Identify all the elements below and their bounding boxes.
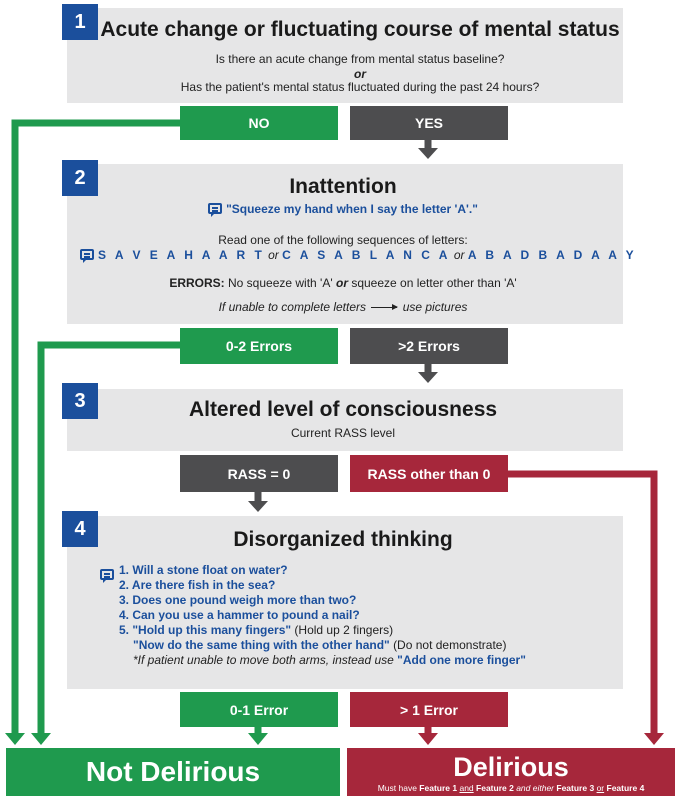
feature2-low-errors-box: 0-2 Errors <box>180 328 338 364</box>
question-2: 2. Are there fish in the sea? <box>119 578 276 592</box>
feature4-number-badge: 4 <box>62 511 98 547</box>
unable-text: If unable to complete letters <box>218 300 367 314</box>
arrow-0-2 <box>31 733 51 745</box>
arrow-rass-other <box>644 733 664 745</box>
feature2-sequences: S A V E A H A A R T or C A S A B L A N C… <box>80 248 634 263</box>
sequence-or-2: or <box>453 248 465 262</box>
errors-or: or <box>335 276 348 290</box>
question-5: 5. "Hold up this many fingers" (Hold up … <box>119 623 394 637</box>
question-5-followup: "Now do the same thing with the other ha… <box>133 638 507 652</box>
errors-text-b: squeeze on letter other than 'A' <box>351 276 517 290</box>
connector-0-2 <box>37 341 180 735</box>
feature2-panel <box>67 164 623 324</box>
feature3-panel <box>67 389 623 451</box>
feature4-questions: 1. Will a stone float on water? 2. Are t… <box>119 563 526 668</box>
feature3-title: Altered level of consciousness <box>188 398 498 421</box>
feature3-number-badge: 3 <box>62 383 98 419</box>
feature1-title: Acute change or fluctuating course of me… <box>100 18 620 41</box>
feature2-number-badge: 2 <box>62 160 98 196</box>
feature1-yes-box: YES <box>350 106 508 140</box>
feature4-title: Disorganized thinking <box>233 528 453 551</box>
feature2-errors: ERRORS: No squeeze with 'A' or squeeze o… <box>100 276 586 290</box>
question-1: 1. Will a stone float on water? <box>119 563 288 577</box>
feature2-read-instruction: Read one of the following sequences of l… <box>218 233 468 247</box>
feature4-high-error-box: > 1 Error <box>350 692 508 727</box>
arrow-gt1 <box>418 733 438 745</box>
arrow-gt2 <box>418 372 438 383</box>
delirious-label: Delirious <box>453 752 569 782</box>
feature2-prompt-text: "Squeeze my hand when I say the letter '… <box>226 202 478 216</box>
feature2-title: Inattention <box>289 175 397 198</box>
speech-bubble-icon <box>208 203 223 217</box>
arrow-rass0 <box>248 501 268 512</box>
feature3-subtitle: Current RASS level <box>290 426 396 440</box>
feature3-rass-other-box: RASS other than 0 <box>350 455 508 492</box>
errors-text-a: No squeeze with 'A' <box>228 276 333 290</box>
arrow-right-icon <box>371 304 399 311</box>
question-4: 4. Can you use a hammer to pound a nail? <box>119 608 360 622</box>
pictures-text: use pictures <box>402 300 468 314</box>
sequence-abadbadaay: A B A D B A D A A Y <box>467 248 637 262</box>
not-delirious-label: Not Delirious <box>85 756 261 787</box>
errors-label: ERRORS: <box>169 276 225 290</box>
feature1-question1: Is there an acute change from mental sta… <box>215 52 505 66</box>
question-5-note: *If patient unable to move both arms, in… <box>133 653 526 667</box>
connector-no <box>11 119 180 735</box>
speech-bubble-icon <box>100 569 114 583</box>
arrow-no <box>5 733 25 745</box>
sequence-casablanca: C A S A B L A N C A <box>282 248 451 262</box>
feature2-prompt: "Squeeze my hand when I say the letter '… <box>100 202 586 217</box>
not-delirious-box: Not Delirious <box>6 748 340 796</box>
feature4-panel <box>67 516 623 689</box>
feature2-unable: If unable to complete letters use pictur… <box>100 300 586 314</box>
delirious-box: Delirious Must have Feature 1 and Featur… <box>347 748 675 796</box>
speech-bubble-icon <box>80 249 94 263</box>
feature4-low-error-box: 0-1 Error <box>180 692 338 727</box>
feature3-rass-zero-box: RASS = 0 <box>180 455 338 492</box>
feature1-number-badge: 1 <box>62 4 98 40</box>
feature1-no-box: NO <box>180 106 338 140</box>
delirious-criteria: Must have Feature 1 and Feature 2 and ei… <box>377 783 645 793</box>
connector-rass-other <box>508 470 658 735</box>
feature1-panel <box>67 8 623 103</box>
feature1-or: or <box>354 67 366 81</box>
sequence-or-1: or <box>268 248 279 262</box>
feature1-question2: Has the patient's mental status fluctuat… <box>180 80 540 94</box>
arrow-0-1 <box>248 733 268 745</box>
question-3: 3. Does one pound weigh more than two? <box>119 593 357 607</box>
feature2-high-errors-box: >2 Errors <box>350 328 508 364</box>
arrow-yes <box>418 148 438 159</box>
sequence-saveahaart: S A V E A H A A R T <box>98 248 265 262</box>
